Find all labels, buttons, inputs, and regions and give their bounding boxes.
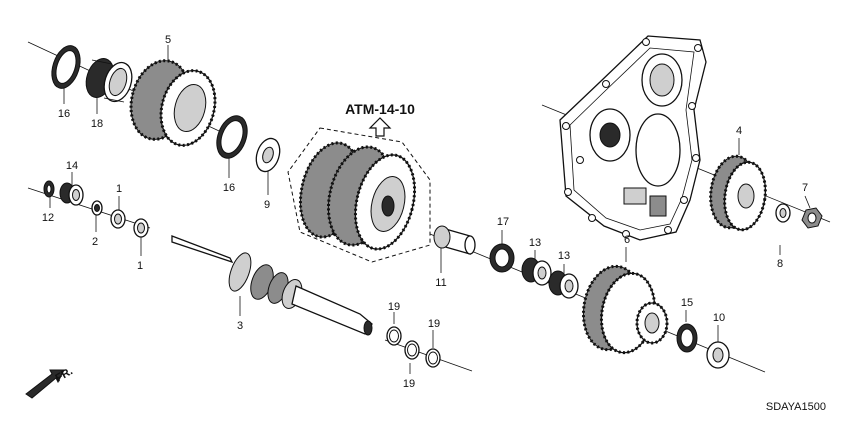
part-19-ring-a	[386, 326, 402, 346]
part-13-needle-bearing-b	[548, 270, 579, 299]
callout-19: 19	[403, 378, 415, 390]
callout-12: 12	[42, 212, 54, 224]
part-10-washer	[706, 341, 730, 369]
diagram-code: SDAYA1500	[766, 401, 826, 413]
callout-15: 15	[681, 297, 693, 309]
callout-13: 13	[529, 237, 541, 249]
part-9-thrust-washer	[255, 137, 281, 173]
part-13-needle-bearing-a	[521, 257, 552, 286]
callout-4: 4	[736, 125, 742, 137]
callout-6: 6	[624, 234, 630, 246]
part-4-gear	[709, 154, 767, 232]
part-5-gear	[129, 59, 217, 147]
part-19-ring-c	[425, 348, 441, 368]
callout-11: 11	[435, 277, 446, 289]
part-16-snap-ring-left	[51, 45, 81, 89]
part-3-mainshaft	[171, 235, 373, 336]
part-16-snap-ring-middle	[216, 115, 248, 159]
callout-7: 7	[802, 182, 808, 194]
clutch-assembly	[287, 127, 431, 263]
callout-14: 14	[66, 160, 78, 172]
part-1-washer-a	[110, 209, 126, 229]
transmission-case-cover	[559, 35, 707, 241]
callout-5: 5	[165, 34, 171, 46]
callout-8: 8	[777, 258, 783, 270]
part-8-washer	[775, 203, 791, 223]
callout-19: 19	[428, 318, 440, 330]
callout-3: 3	[237, 320, 243, 332]
callout-18: 18	[91, 118, 103, 130]
callout-9: 9	[264, 199, 270, 211]
reference-arrow	[368, 117, 392, 137]
callout-16: 16	[223, 182, 235, 194]
part-1-washer-b	[133, 218, 149, 238]
part-17-bearing	[489, 243, 515, 273]
front-direction-arrow-icon	[25, 369, 65, 399]
callout-19: 19	[388, 301, 400, 313]
callout-16: 16	[58, 108, 70, 120]
callout-1: 1	[116, 183, 122, 195]
callout-17: 17	[497, 216, 509, 228]
callout-10: 10	[713, 312, 725, 324]
direction-label: FR.	[54, 365, 75, 384]
part-19-ring-b	[404, 340, 420, 360]
reference-label[interactable]: ATM-14-10	[345, 101, 415, 117]
part-11-collar	[433, 225, 476, 255]
part-7-nut	[801, 207, 823, 229]
part-15-bearing	[676, 323, 698, 353]
callout-2: 2	[92, 236, 98, 248]
part-2-washer	[91, 200, 103, 216]
part-12-small-washer	[43, 180, 55, 198]
callout-1: 1	[137, 260, 143, 272]
part-6-gear	[581, 264, 669, 355]
part-14-needle-bearing	[59, 182, 84, 206]
part-18-needle-bearing	[85, 58, 133, 103]
callout-13: 13	[558, 250, 570, 262]
